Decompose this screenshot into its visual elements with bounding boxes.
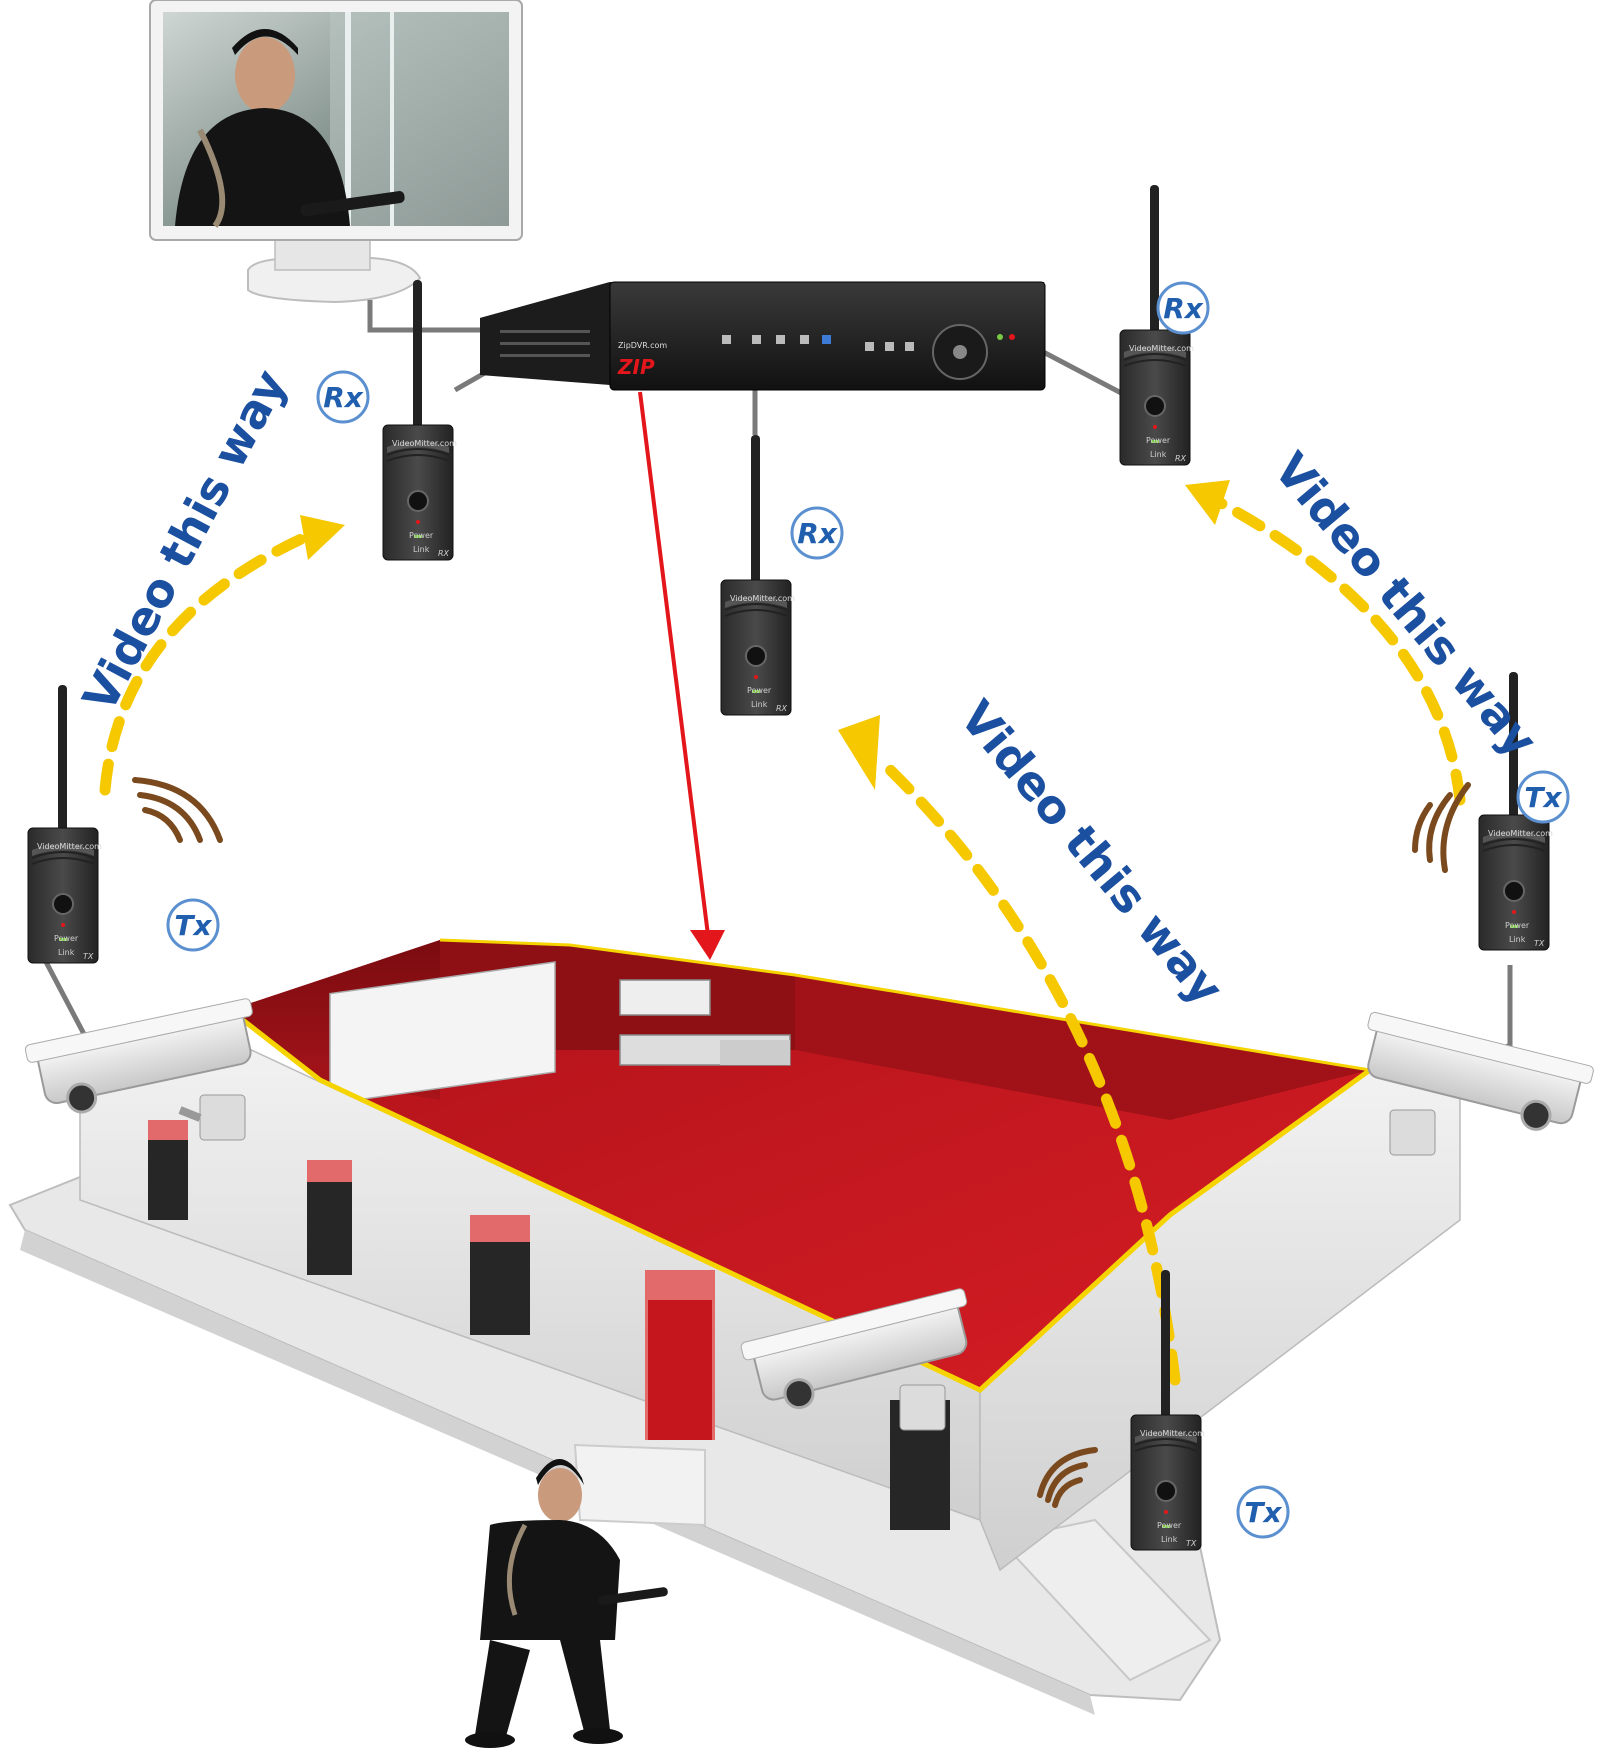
- receiver-left: VideoMitter.com Power Link RX: [383, 280, 457, 560]
- svg-text:RX: RX: [776, 704, 788, 713]
- arrow-label-center: Video this way: [950, 690, 1235, 1015]
- svg-text:Power: Power: [747, 686, 772, 695]
- dvr-logo: ZIP: [617, 355, 655, 379]
- receiver-center: VideoMitter.com Power Link RX: [721, 435, 795, 715]
- svg-text:Power: Power: [409, 531, 434, 540]
- svg-text:TX: TX: [1186, 1539, 1197, 1548]
- svg-text:VideoMitter.com: VideoMitter.com: [392, 439, 457, 448]
- monitor: [150, 0, 522, 302]
- svg-text:VideoMitter.com: VideoMitter.com: [1129, 344, 1194, 353]
- svg-text:VideoMitter.com: VideoMitter.com: [1140, 1429, 1205, 1438]
- svg-text:Power: Power: [1157, 1521, 1182, 1530]
- svg-text:TX: TX: [83, 952, 94, 961]
- svg-text:Rx: Rx: [797, 517, 838, 550]
- rx-badge-right: Rx: [1158, 283, 1208, 333]
- svg-text:Link: Link: [1509, 935, 1526, 944]
- svg-text:Power: Power: [1146, 436, 1171, 445]
- arrow-label-right: Video this way: [1264, 442, 1549, 767]
- svg-text:VideoMitter.com: VideoMitter.com: [730, 594, 795, 603]
- tx-badge-right: Tx: [1518, 772, 1568, 822]
- dvr-recorder: ZipDVR.com ZIP: [480, 282, 1045, 390]
- tx-badge-left: Tx: [168, 900, 218, 950]
- svg-text:Link: Link: [413, 545, 430, 554]
- svg-text:VideoMitter.com: VideoMitter.com: [37, 842, 102, 851]
- svg-text:Rx: Rx: [323, 381, 364, 414]
- svg-text:Power: Power: [1505, 921, 1530, 930]
- svg-text:Tx: Tx: [174, 909, 212, 942]
- svg-text:RX: RX: [1175, 454, 1187, 463]
- arrow-label-left: Video this way: [72, 361, 297, 720]
- dvr-brand: ZipDVR.com: [618, 341, 667, 350]
- transmitter-left: VideoMitter.com Power Link TX: [28, 685, 102, 963]
- svg-text:Link: Link: [1150, 450, 1167, 459]
- svg-text:Link: Link: [751, 700, 768, 709]
- dvr-to-building-link: [640, 392, 725, 960]
- svg-text:TX: TX: [1534, 939, 1545, 948]
- rx-badge-center: Rx: [792, 508, 842, 558]
- svg-text:RX: RX: [438, 549, 450, 558]
- svg-text:Power: Power: [54, 934, 79, 943]
- rx-badge-left: Rx: [318, 372, 368, 422]
- svg-text:Link: Link: [58, 948, 75, 957]
- tx-badge-front: Tx: [1238, 1487, 1288, 1537]
- svg-text:Link: Link: [1161, 1535, 1178, 1544]
- svg-text:Tx: Tx: [1524, 781, 1562, 814]
- svg-text:Rx: Rx: [1163, 292, 1204, 325]
- svg-text:Tx: Tx: [1244, 1496, 1282, 1529]
- svg-text:VideoMitter.com: VideoMitter.com: [1488, 829, 1553, 838]
